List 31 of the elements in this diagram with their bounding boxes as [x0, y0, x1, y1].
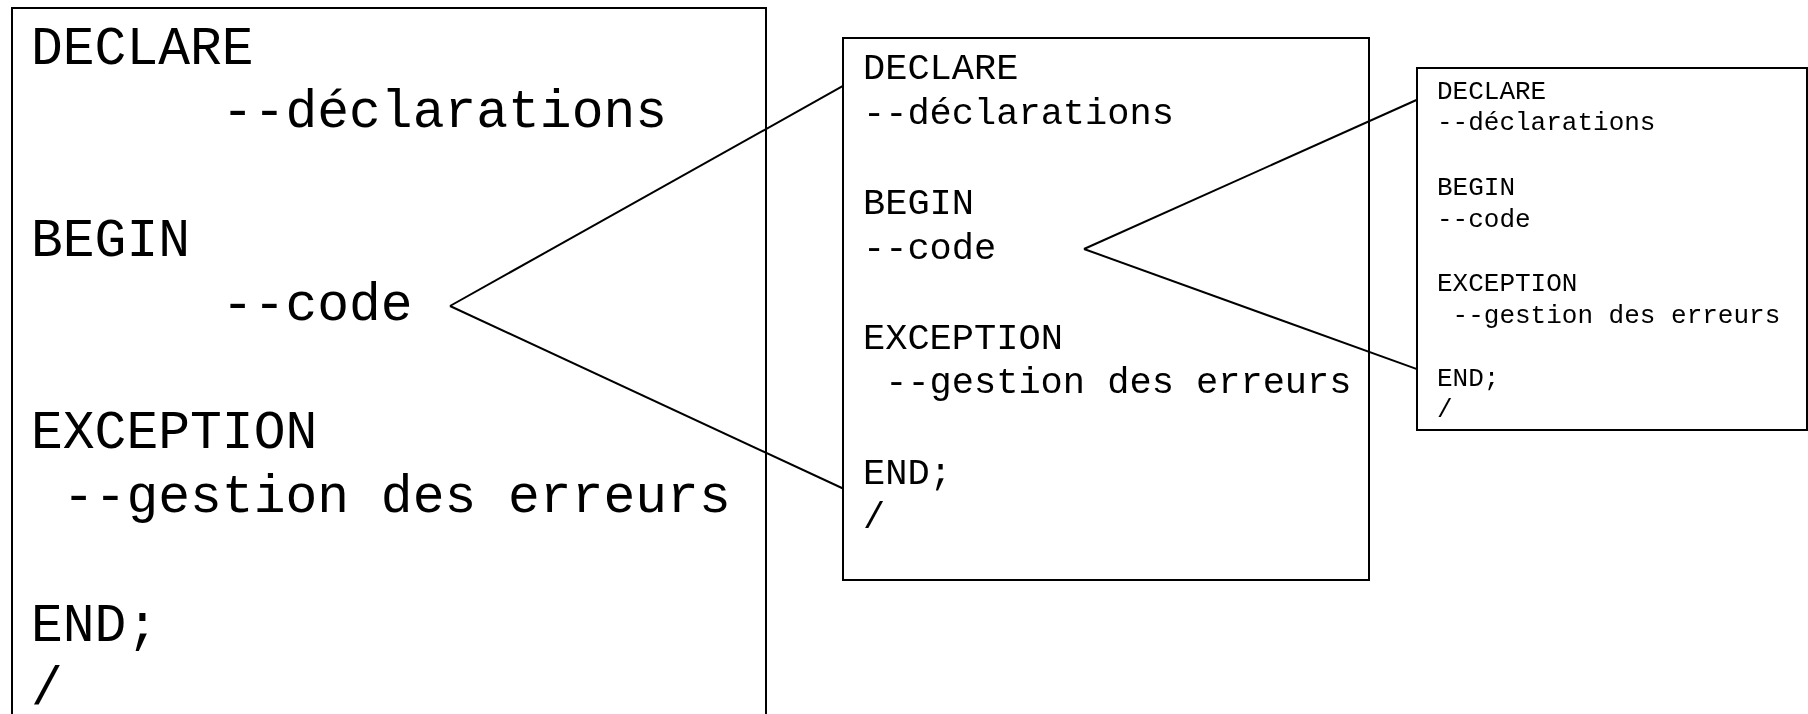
zoom-line [449, 84, 844, 307]
code-line: EXCEPTION [31, 403, 318, 466]
code-block-box [842, 37, 1370, 581]
code-line: DECLARE [863, 46, 1019, 92]
zoom-line [1083, 248, 1418, 371]
code-block-box [1416, 67, 1808, 431]
code-line: BEGIN [863, 181, 975, 227]
code-line: --code [1437, 204, 1531, 236]
code-line: --déclarations [863, 91, 1174, 137]
code-line: --déclarations [1437, 107, 1656, 139]
code-line: END; [1437, 363, 1500, 395]
code-line: END; [31, 596, 159, 659]
code-line: / [1437, 394, 1453, 426]
code-line: --code [863, 226, 1084, 272]
code-line: BEGIN [31, 211, 191, 274]
code-line: DECLARE [31, 19, 254, 82]
code-line: BEGIN [1437, 172, 1515, 204]
code-block-box [11, 7, 767, 714]
zoom-line [449, 305, 844, 490]
code-line: DECLARE [1437, 76, 1547, 108]
code-line: --gestion des erreurs [62, 467, 731, 530]
code-line: / [863, 495, 886, 541]
code-line: --gestion des erreurs [885, 360, 1352, 406]
code-line: END; [863, 451, 952, 497]
code-line: --gestion des erreurs [1452, 300, 1781, 332]
code-line: --code [221, 274, 450, 338]
code-line: / [31, 659, 63, 714]
code-line: EXCEPTION [863, 316, 1063, 362]
zoom-line [1083, 98, 1418, 250]
code-line: EXCEPTION [1437, 268, 1578, 300]
code-line: --déclarations [221, 82, 668, 145]
